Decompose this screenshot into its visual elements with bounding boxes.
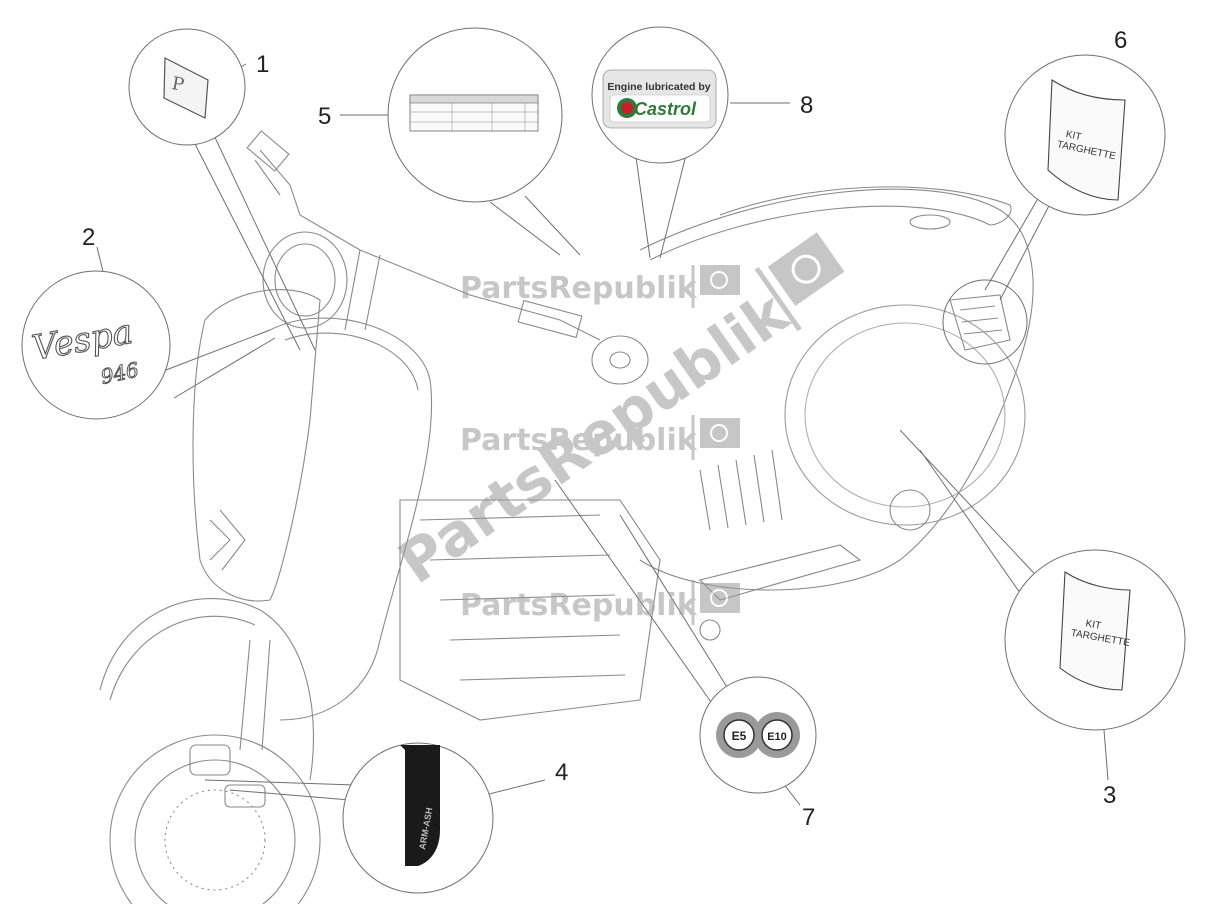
- watermark-text-2: PartsRepublik: [460, 423, 698, 458]
- spec-label-icon: [409, 94, 539, 132]
- detail-circle-5: [387, 27, 563, 203]
- detail-circle-1: P: [128, 28, 246, 146]
- callout-4: 4: [555, 759, 568, 786]
- castrol-badge: Engine lubricated by Castrol: [602, 69, 717, 129]
- leader-7a: [619, 514, 736, 701]
- detail-circle-6: KIT TARGHETTE: [1004, 54, 1166, 216]
- fuel-compat-icon: E5 E10: [716, 712, 800, 758]
- callout-1: 1: [256, 51, 269, 78]
- callout-8: 8: [800, 92, 813, 119]
- leader-1c: [210, 128, 316, 351]
- detail-circle-7: E5 E10: [699, 676, 817, 794]
- watermark-1: PartsRepublik: [460, 265, 740, 308]
- gear-flag-icon-diagonal: [767, 232, 845, 307]
- kit-targhette-pack-icon-2: KIT TARGHETTE: [1059, 571, 1131, 691]
- kit-targhette-pack-icon: KIT TARGHETTE: [1047, 79, 1126, 201]
- leader-4a: [229, 789, 351, 801]
- callout-7: 7: [802, 804, 815, 831]
- watermark-2: PartsRepublik: [460, 415, 740, 460]
- castrol-brand-text: Castrol: [634, 99, 697, 119]
- svg-text:P: P: [170, 73, 186, 96]
- leader-1b: [193, 141, 301, 351]
- leader-2b: [165, 329, 271, 371]
- fuel-e5-text: E5: [732, 729, 747, 743]
- leader-5b: [489, 201, 561, 256]
- gear-flag-icon-2: [700, 418, 740, 448]
- leader-lines: [96, 56, 1109, 806]
- leader-7b: [554, 479, 719, 713]
- fuel-e10-text: E10: [767, 731, 787, 743]
- castrol-top-text: Engine lubricated by: [607, 81, 710, 93]
- kit-line1-bottom: KIT: [1085, 618, 1102, 632]
- callout-3: 3: [1103, 782, 1116, 809]
- leader-4b: [204, 779, 356, 786]
- arm-ash-decal-icon: ARM-ASH: [400, 745, 440, 866]
- callout-6: 6: [1114, 27, 1127, 54]
- leader-2c: [173, 337, 276, 399]
- callout-2: 2: [82, 224, 95, 251]
- gear-flag-icon: [700, 265, 740, 295]
- piaggio-badge-icon: P: [163, 57, 209, 119]
- watermark-text-3: PartsRepublik: [460, 588, 698, 623]
- kit-line1-top: KIT: [1065, 129, 1083, 143]
- leader-6c: [984, 194, 1041, 291]
- detail-circle-4: ARM-ASH: [342, 742, 494, 894]
- callout-numbers: 1 2 3 4 5 6 7 8: [82, 27, 1127, 831]
- detail-circle-vent: [942, 279, 1028, 365]
- leader-8b: [635, 156, 651, 259]
- detail-circle-2: Vespa 946: [21, 270, 171, 420]
- watermark-text-1: PartsRepublik: [460, 271, 698, 306]
- scooter-drawing: [99, 130, 1034, 904]
- detail-circle-3: KIT TARGHETTE: [1004, 549, 1186, 731]
- watermark-3: PartsRepublik: [460, 580, 740, 625]
- leader-3b: [919, 449, 1026, 601]
- leader-6b: [999, 199, 1053, 301]
- leader-5c: [524, 195, 581, 256]
- callout-5: 5: [318, 103, 331, 130]
- gear-flag-icon-3: [700, 583, 740, 613]
- leader-8c: [659, 154, 687, 259]
- detail-circle-8: Engine lubricated by Castrol: [591, 26, 729, 164]
